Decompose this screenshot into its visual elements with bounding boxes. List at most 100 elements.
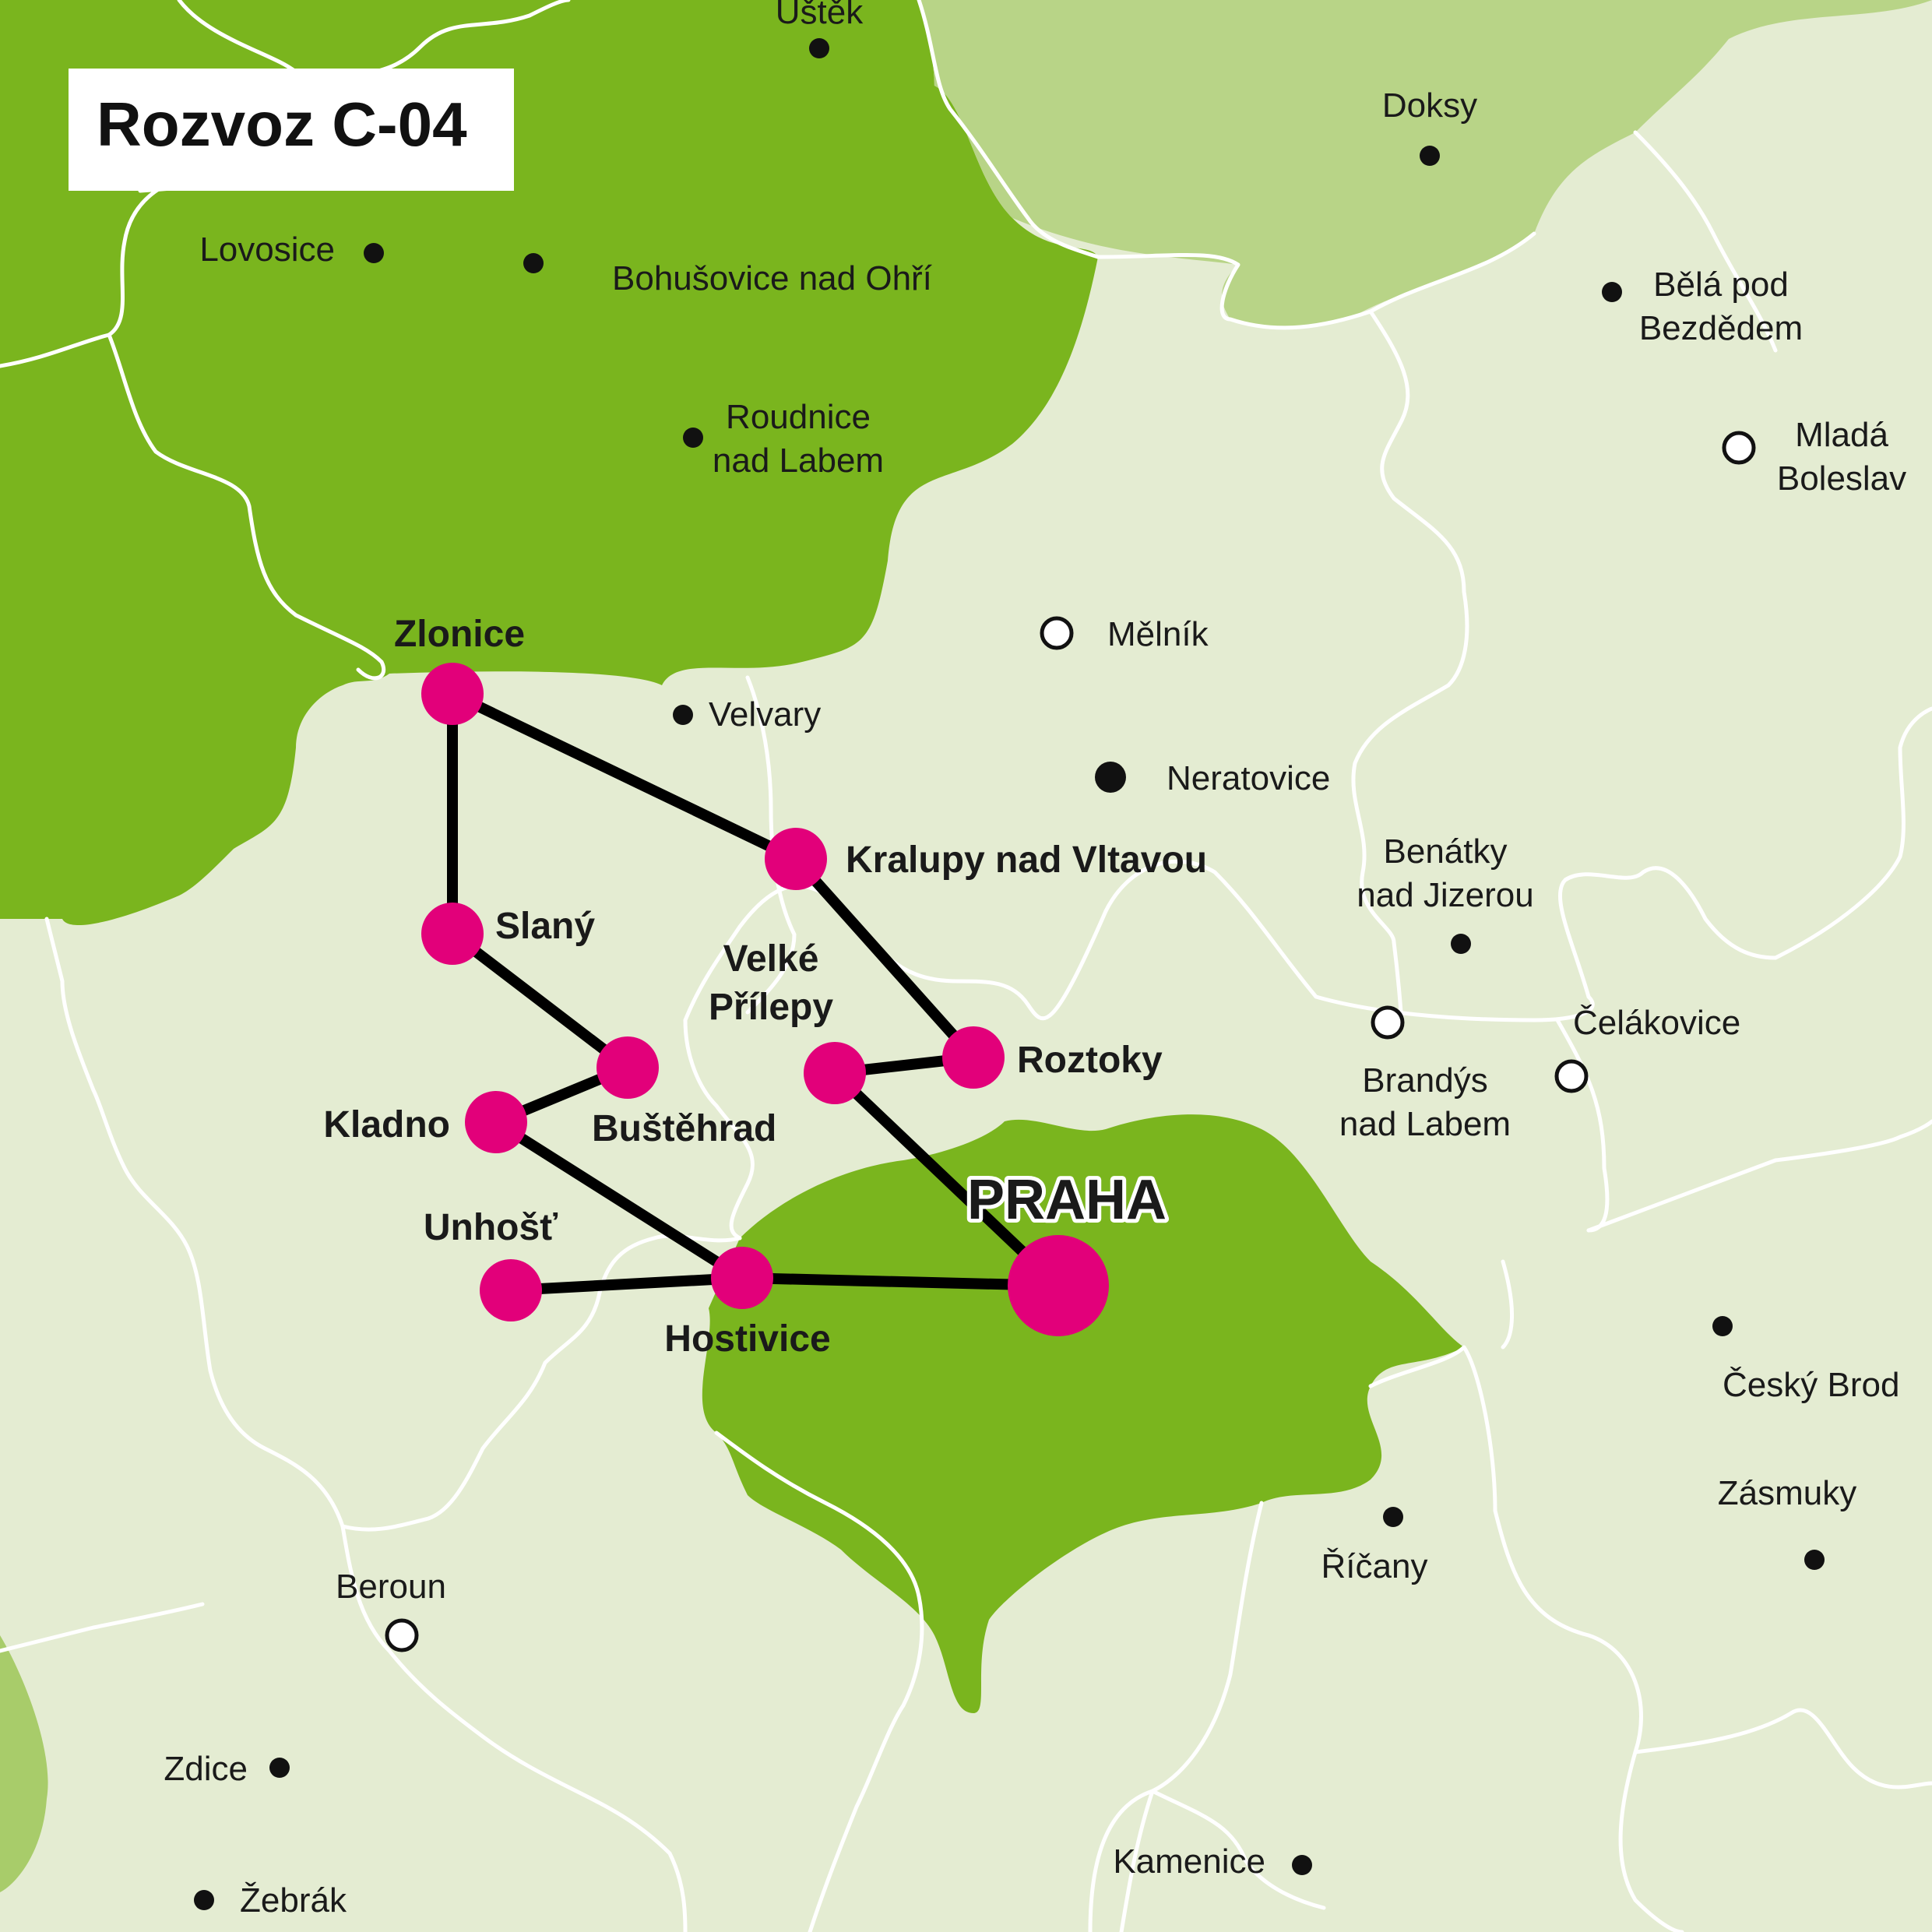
town-dot-marker — [1095, 762, 1126, 793]
stop-label: Kralupy nad Vltavou — [846, 839, 1207, 881]
town-label: Doksy — [1382, 86, 1477, 125]
town-melnik: Mělník — [1040, 615, 1209, 653]
stop-praha[interactable]: PRAHA — [963, 1165, 1170, 1336]
town-zdice: Zdice — [164, 1750, 290, 1788]
district-border — [1150, 1789, 1326, 1910]
town-dot-marker — [809, 38, 829, 58]
town-zebrak: Žebrák — [194, 1881, 347, 1920]
stop-roztoky[interactable]: Roztoky — [942, 1026, 1163, 1089]
map-title-box: Rozvoz C-04 — [69, 69, 514, 191]
town-neratovice: Neratovice — [1095, 759, 1330, 797]
route-velke-prilepy-praha — [829, 1068, 1064, 1291]
town-ring-marker — [1040, 616, 1074, 650]
town-label: Kamenice — [1113, 1842, 1265, 1881]
district-border — [340, 1524, 688, 1932]
stop-hostivice[interactable]: Hostivice — [664, 1247, 831, 1360]
district-border — [683, 1018, 755, 1240]
stop-marker[interactable] — [480, 1259, 542, 1321]
stop-bustehrad[interactable]: Buštěhrad — [592, 1036, 776, 1149]
route-slany-bustehrad — [447, 928, 633, 1073]
stop-marker[interactable] — [765, 828, 827, 890]
stop-marker[interactable] — [596, 1036, 659, 1099]
district-border — [1368, 1345, 1684, 1932]
district-border — [714, 1431, 924, 1932]
town-ricany: Říčany — [1321, 1507, 1428, 1585]
district-border — [917, 0, 1100, 259]
district-border — [1555, 1018, 1610, 1233]
stop-kralupy[interactable]: Kralupy nad Vltavou — [765, 828, 1207, 890]
district-border — [1633, 130, 1778, 353]
town-dot-marker — [673, 705, 693, 725]
district-border — [1633, 1708, 1932, 1789]
stop-label: Buštěhrad — [592, 1108, 776, 1149]
stop-marker[interactable] — [465, 1091, 527, 1153]
town-ring-marker — [1371, 1005, 1405, 1040]
town-label: Bohušovice nad Ohří — [612, 259, 933, 297]
town-bohusovice-nad-ohri: Bohušovice nad Ohří — [523, 253, 933, 297]
town-label: Říčany — [1321, 1547, 1428, 1585]
town-label: Beroun — [336, 1568, 446, 1606]
stop-kladno[interactable]: Kladno — [323, 1091, 527, 1153]
region-rakovnik-corner — [0, 1635, 48, 1892]
town-dot-marker — [1804, 1550, 1825, 1570]
town-lovosice: Lovosice — [199, 231, 384, 269]
stop-label: PRAHA — [967, 1169, 1167, 1231]
town-label: Čelákovice — [1573, 1003, 1740, 1042]
stop-label: Roztoky — [1017, 1040, 1163, 1081]
route-zlonice-kralupy — [447, 688, 801, 864]
town-dot-marker — [683, 428, 703, 448]
stop-unhost[interactable]: Unhošť — [424, 1207, 558, 1321]
stop-label: Zlonice — [394, 614, 525, 655]
region-litomerice — [0, 0, 1098, 926]
stop-marker[interactable] — [711, 1247, 773, 1309]
town-label: Neratovice — [1167, 759, 1330, 797]
hub-marker[interactable] — [1008, 1235, 1109, 1336]
district-border — [340, 1233, 742, 1532]
stop-label: Unhošť — [424, 1207, 558, 1248]
district-border — [1119, 1789, 1155, 1932]
town-dot-marker — [1292, 1855, 1312, 1875]
town-ring-marker — [1554, 1059, 1589, 1093]
stop-marker[interactable] — [942, 1026, 1005, 1089]
route-hostivice-praha — [737, 1272, 1064, 1291]
district-border — [1557, 706, 1932, 999]
district-border — [1096, 231, 1536, 330]
stop-slany[interactable]: Slaný — [421, 903, 595, 965]
route-kladno-hostivice — [491, 1117, 748, 1283]
town-ustek: Úštěk — [776, 0, 864, 58]
stop-marker[interactable] — [804, 1042, 866, 1104]
town-label: Úštěk — [776, 0, 864, 31]
stop-label: Hostivice — [664, 1318, 830, 1360]
town-kamenice: Kamenice — [1113, 1842, 1312, 1881]
town-label: Žebrák — [240, 1881, 347, 1920]
stop-marker[interactable] — [421, 903, 484, 965]
district-border — [1088, 1501, 1264, 1932]
route-unhost-hostivice — [505, 1272, 748, 1296]
stop-zlonice[interactable]: Zlonice — [394, 614, 525, 725]
stop-marker[interactable] — [421, 663, 484, 725]
route-kralupy-roztoky — [790, 853, 979, 1063]
town-dot-marker — [523, 253, 544, 273]
town-dot-marker — [1451, 934, 1471, 954]
town-dot-marker — [1712, 1316, 1733, 1336]
district-border — [107, 333, 386, 681]
stop-label: Slaný — [495, 906, 595, 947]
district-border — [0, 1602, 205, 1653]
town-label: Mělník — [1107, 615, 1209, 653]
town-label: Zásmuky — [1718, 1474, 1856, 1512]
town-dot-marker — [1602, 282, 1622, 302]
